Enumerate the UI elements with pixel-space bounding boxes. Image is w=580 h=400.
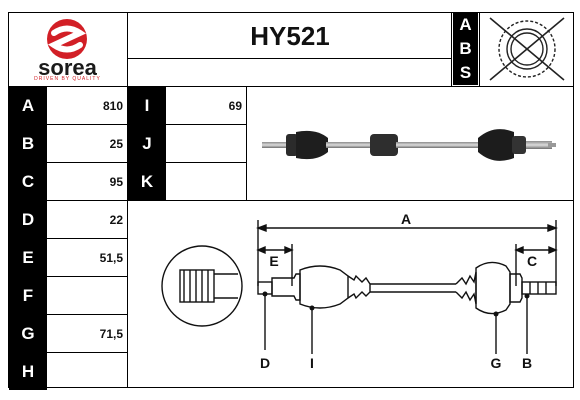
row-line-5 <box>8 276 127 277</box>
row-line-4 <box>8 238 127 239</box>
spec-value-e: 51,5 <box>99 250 123 265</box>
spec-label-i: I <box>128 87 166 124</box>
dim-label-b: B <box>522 355 532 371</box>
divider-abs <box>451 12 452 86</box>
spec-label-c: C <box>9 163 47 200</box>
row-line-i <box>127 124 246 125</box>
dim-label-a: A <box>401 211 411 227</box>
spec-value-d: 22 <box>109 212 123 227</box>
header-bottom <box>8 86 574 87</box>
divider-ijk <box>246 86 247 200</box>
spec-label-a: A <box>9 87 47 124</box>
spec-label-h: H <box>9 353 47 390</box>
spec-label-f: F <box>9 277 47 314</box>
shaft-dimension-drawing: A E C D I G B <box>161 211 558 371</box>
spec-label-d: D <box>9 201 47 238</box>
dim-label-i: I <box>310 355 314 371</box>
spec-label-j: J <box>128 125 166 162</box>
product-code: HY521 <box>250 20 330 51</box>
spec-value-k <box>166 163 246 200</box>
spec-value-g: 71,5 <box>99 326 123 341</box>
brand-name: sorea <box>38 55 97 80</box>
brand-logo: sorea DRIVEN BY QUALITY <box>10 14 125 84</box>
spec-value-j <box>166 125 246 162</box>
row-line-j <box>127 162 246 163</box>
dim-label-g: G <box>491 355 502 371</box>
row-line-3 <box>8 200 574 201</box>
dim-label-c: C <box>527 253 537 269</box>
spec-label-g: G <box>9 315 47 352</box>
abs-letter-s: S <box>453 61 478 85</box>
spec-value-a: 810 <box>102 98 123 113</box>
spec-label-b: B <box>9 125 47 162</box>
spec-value-h <box>47 353 127 390</box>
spec-label-k: K <box>128 163 166 200</box>
row-line-7 <box>8 352 127 353</box>
divider-abs-icon <box>479 12 480 86</box>
spec-label-e: E <box>9 239 47 276</box>
spec-value-f <box>47 277 127 314</box>
abs-ring-crossed-icon <box>489 17 565 81</box>
row-line-2 <box>8 162 127 163</box>
abs-letter-b: B <box>453 37 478 61</box>
abs-letter-a: A <box>453 13 478 37</box>
row-line-6 <box>8 314 127 315</box>
spec-value-b: 25 <box>109 136 123 151</box>
sorea-logo-icon <box>47 19 87 59</box>
dim-label-d: D <box>260 355 270 371</box>
code-bottom <box>127 58 451 59</box>
drive-shaft-photo <box>262 129 556 161</box>
dim-label-e: E <box>269 253 278 269</box>
spec-value-c: 95 <box>109 174 123 189</box>
row-line-1 <box>8 124 127 125</box>
spec-value-i: 69 <box>228 98 242 113</box>
brand-tagline: DRIVEN BY QUALITY <box>34 76 101 82</box>
